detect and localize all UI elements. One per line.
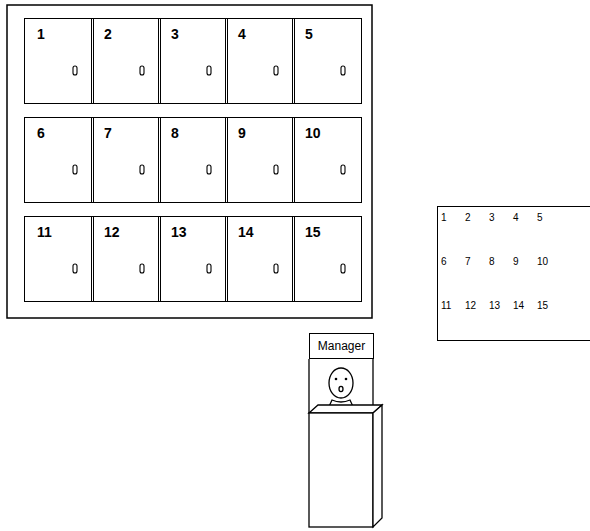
locker-door: 10 xyxy=(292,117,362,203)
locker-door: 12 xyxy=(91,216,161,302)
locker-door: 6 xyxy=(24,117,94,203)
key-number: 15 xyxy=(537,300,561,344)
key-number: 2 xyxy=(465,212,489,256)
key-number: 5 xyxy=(537,212,561,256)
locker-number: 2 xyxy=(104,26,160,43)
locker-door: 7 xyxy=(91,117,161,203)
locker-door: 13 xyxy=(158,216,228,302)
manager-booth xyxy=(309,359,382,527)
locker-door: 15 xyxy=(292,216,362,302)
locker-door: 2 xyxy=(91,18,161,104)
keyholes xyxy=(73,66,345,273)
locker-number: 10 xyxy=(305,125,361,142)
key-number: 11 xyxy=(441,300,465,344)
locker-number: 15 xyxy=(305,224,361,241)
key-number: 8 xyxy=(489,256,513,300)
locker-door: 3 xyxy=(158,18,228,104)
locker-number: 11 xyxy=(37,224,93,241)
locker-door: 14 xyxy=(225,216,295,302)
locker-cabinet xyxy=(7,5,372,318)
manager-sign: Manager xyxy=(309,333,374,359)
key-number: 9 xyxy=(513,256,537,300)
locker-number: 8 xyxy=(171,125,227,142)
sign-label: Manager xyxy=(318,339,365,353)
locker-number: 12 xyxy=(104,224,160,241)
key-number: 1 xyxy=(441,212,465,256)
locker-door: 5 xyxy=(292,18,362,104)
locker-number: 14 xyxy=(238,224,294,241)
locker-number: 5 xyxy=(305,26,361,43)
locker-door: 11 xyxy=(24,216,94,302)
key-number: 3 xyxy=(489,212,513,256)
locker-number: 7 xyxy=(104,125,160,142)
key-number: 7 xyxy=(465,256,489,300)
key-board: 123456789101112131415 xyxy=(437,206,590,341)
locker-door: 8 xyxy=(158,117,228,203)
key-number: 10 xyxy=(537,256,561,300)
locker-number: 4 xyxy=(238,26,294,43)
locker-number: 1 xyxy=(37,26,93,43)
key-number: 14 xyxy=(513,300,537,344)
locker-door: 4 xyxy=(225,18,295,104)
key-number: 6 xyxy=(441,256,465,300)
locker-door: 1 xyxy=(24,18,94,104)
locker-door: 9 xyxy=(225,117,295,203)
key-number: 13 xyxy=(489,300,513,344)
locker-number: 3 xyxy=(171,26,227,43)
locker-number: 9 xyxy=(238,125,294,142)
key-number: 12 xyxy=(465,300,489,344)
locker-number: 6 xyxy=(37,125,93,142)
key-number: 4 xyxy=(513,212,537,256)
locker-number: 13 xyxy=(171,224,227,241)
